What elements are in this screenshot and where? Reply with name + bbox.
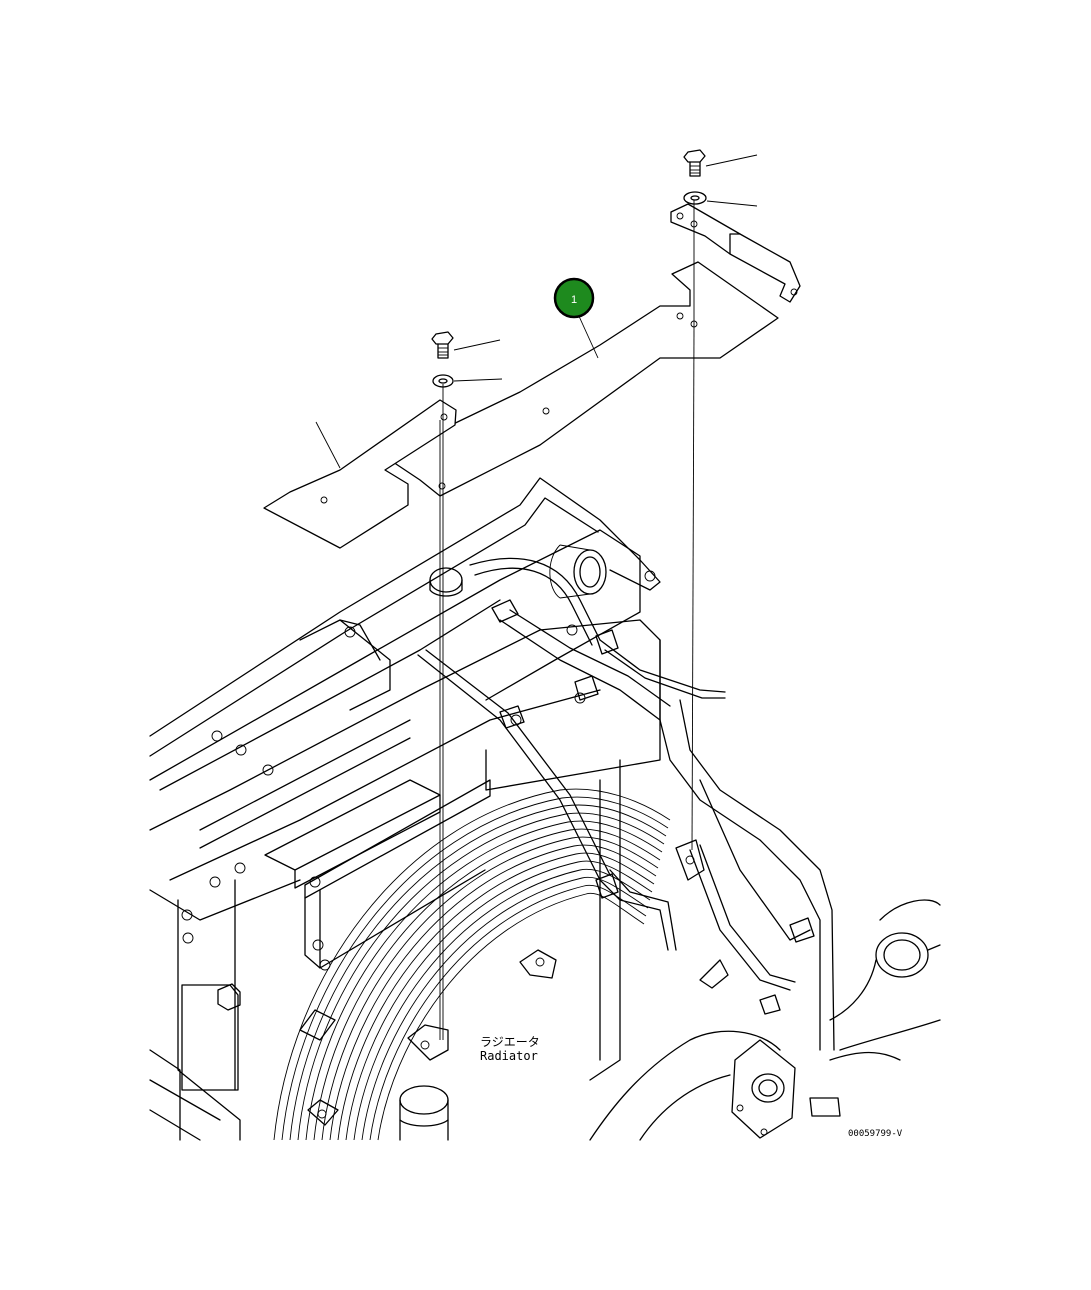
callout-leader-line (577, 313, 599, 359)
bracket-part (670, 203, 801, 303)
radiator-label-en: Radiator (480, 1049, 538, 1063)
radiator-label-jp: ラジエータ (480, 1035, 540, 1049)
lower-hose-large (589, 1030, 901, 1141)
hose-clamps (491, 599, 815, 943)
callout-1[interactable]: 1 (553, 277, 595, 319)
engine-pipe-right (829, 899, 941, 1051)
fan-shroud (273, 788, 671, 1141)
bolt-leader-line (453, 339, 501, 351)
cover-plate-secondary (263, 399, 457, 549)
radiator-frame (149, 477, 661, 1141)
radiator-cap (429, 567, 463, 597)
hose-lines (417, 557, 835, 1051)
drawing-number: 00059799-V (848, 1129, 903, 1139)
washer-leader-line (706, 200, 758, 207)
callout-1-circle[interactable] (553, 277, 595, 319)
plate-leader-line (315, 421, 341, 469)
frame-right-support (589, 639, 781, 1081)
bolt-icon (683, 149, 706, 177)
alignment-line (691, 329, 695, 851)
reservoir-cylinder (399, 1085, 449, 1141)
upper-pipe-fitting (549, 544, 607, 599)
washer-icon (683, 191, 707, 205)
bolt-leader-line (705, 154, 758, 167)
bolt-icon (431, 331, 454, 359)
washer-leader-line (453, 378, 503, 382)
callout-1-label[interactable]: 1 (571, 294, 577, 306)
engine-flange (731, 1039, 841, 1139)
